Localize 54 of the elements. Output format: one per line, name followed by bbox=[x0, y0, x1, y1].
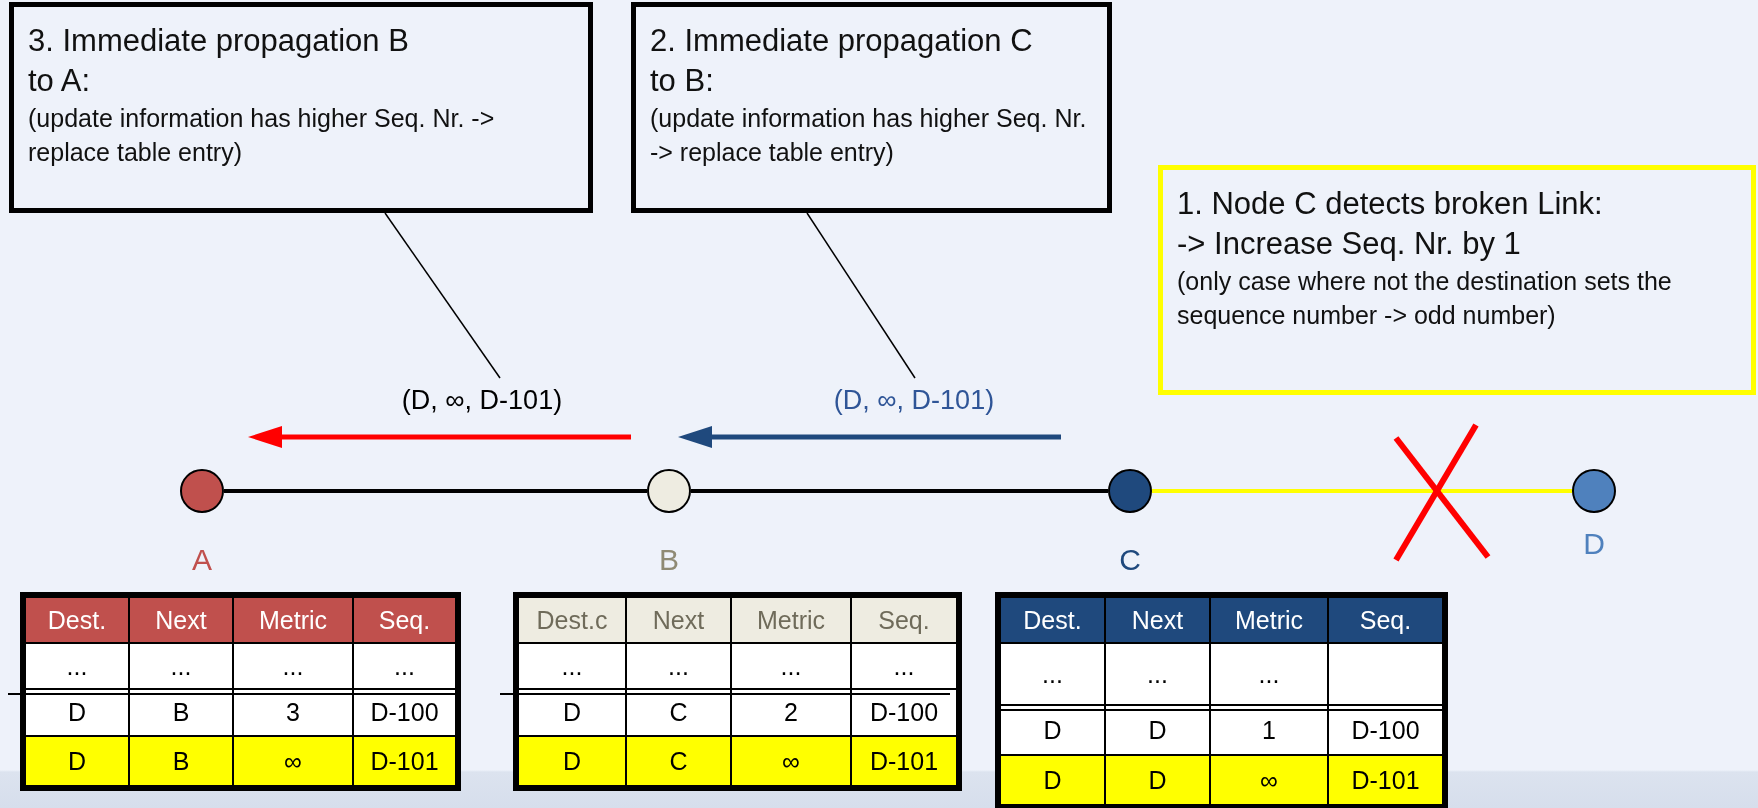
table-cell: D-101 bbox=[1328, 755, 1445, 807]
table-cell: D bbox=[516, 736, 626, 788]
table-header-cell: Next bbox=[1105, 595, 1210, 643]
link-line bbox=[224, 489, 647, 493]
leader-line bbox=[806, 212, 916, 379]
table-header-cell: Dest.c bbox=[516, 595, 626, 643]
message-label: (D, ∞, D-101) bbox=[802, 378, 1026, 422]
table-cell: D-101 bbox=[353, 736, 458, 788]
table-cell: ... bbox=[1105, 643, 1210, 705]
callout-box bbox=[1158, 165, 1756, 395]
callout-heading: 3. Immediate propagation B to A: bbox=[28, 22, 410, 100]
callout-heading: -> Increase Seq. Nr. by 1 bbox=[1177, 225, 1522, 263]
callout-box bbox=[9, 2, 593, 213]
node-name: D bbox=[1582, 527, 1606, 561]
table-header-cell: Seq. bbox=[851, 595, 959, 643]
table-header-cell: Dest. bbox=[23, 595, 129, 643]
callout-note: (update information has higher Seq. Nr. -> replace table entry) bbox=[650, 103, 1088, 168]
leader-line bbox=[384, 212, 501, 379]
table-cell: ... bbox=[233, 643, 353, 689]
table-cell: ... bbox=[1210, 643, 1328, 705]
node-name: B bbox=[658, 543, 680, 577]
table-cell: C bbox=[626, 736, 731, 788]
table-cell: ∞ bbox=[1210, 755, 1328, 807]
table-header-cell: Next bbox=[129, 595, 233, 643]
table-cell: D-101 bbox=[851, 736, 959, 788]
table-cell: ... bbox=[129, 643, 233, 689]
table-header-cell: Metric bbox=[233, 595, 353, 643]
table-cell: ... bbox=[731, 643, 851, 689]
message-label: (D, ∞, D-101) bbox=[370, 378, 594, 422]
table-header-cell: Metric bbox=[1210, 595, 1328, 643]
node-name: C bbox=[1118, 543, 1142, 577]
table-cell: ... bbox=[998, 643, 1105, 705]
node-name: A bbox=[191, 543, 213, 577]
table-cell: D bbox=[23, 736, 129, 788]
table-cell: B bbox=[129, 736, 233, 788]
callout-box bbox=[631, 2, 1112, 213]
table-cell: ... bbox=[23, 643, 129, 689]
table-cell: ∞ bbox=[731, 736, 851, 788]
callout-note: (update information has higher Seq. Nr. -> replace table entry) bbox=[28, 103, 496, 168]
callout-heading: 2. Immediate propagation C to B: bbox=[650, 22, 1034, 100]
table-header-cell: Next bbox=[626, 595, 731, 643]
table-cell: ... bbox=[626, 643, 731, 689]
callout-heading: 1. Node C detects broken Link: bbox=[1177, 185, 1604, 223]
table-cell: ∞ bbox=[233, 736, 353, 788]
callout-note: (only case where not the destination sets the sequence number -> odd number) bbox=[1177, 266, 1673, 331]
table-header-cell: Dest. bbox=[998, 595, 1105, 643]
table-cell: D bbox=[1105, 755, 1210, 807]
table-header-cell: Seq. bbox=[1328, 595, 1445, 643]
link-line bbox=[1152, 489, 1572, 493]
table-header-cell: Metric bbox=[731, 595, 851, 643]
table-header-cell: Seq. bbox=[353, 595, 458, 643]
table-cell: ... bbox=[516, 643, 626, 689]
table-cell: D bbox=[998, 755, 1105, 807]
link-line bbox=[691, 489, 1108, 493]
